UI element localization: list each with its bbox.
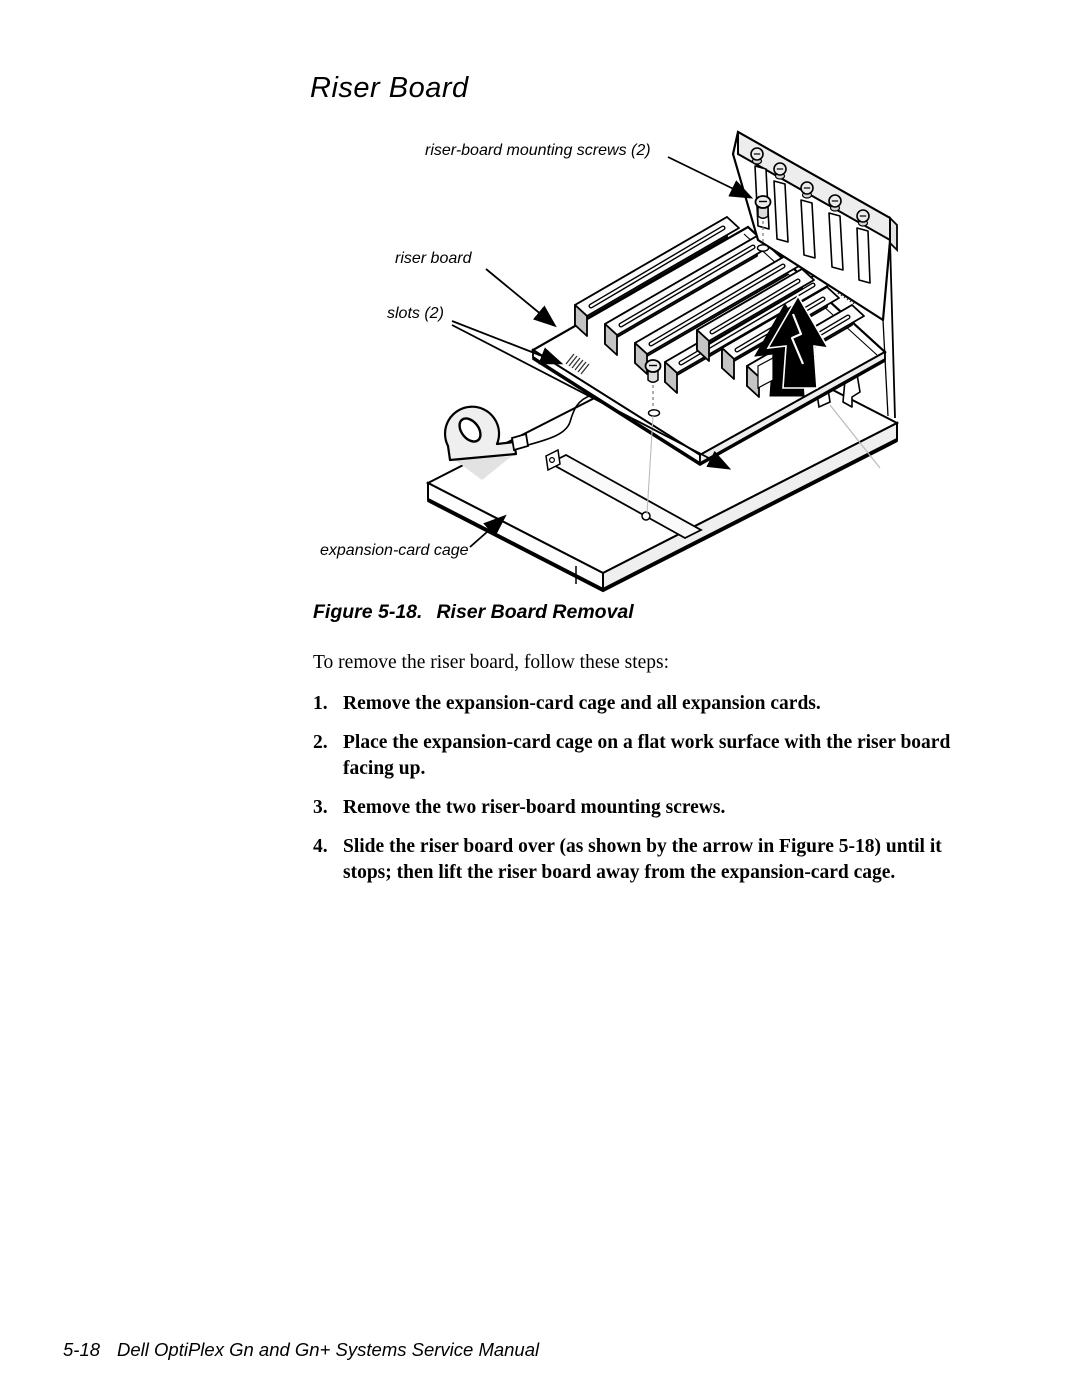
step-number: 2. — [313, 732, 328, 753]
cage-wire — [527, 394, 593, 446]
list-item: 3. Remove the two riser-board mounting s… — [313, 795, 988, 821]
intro-text: To remove the riser board, follow these … — [313, 652, 670, 673]
step-text: Place the expansion-card cage on a flat … — [343, 732, 951, 779]
list-item: 4. Slide the riser board over (as shown … — [313, 834, 988, 886]
figure-caption-number: Figure 5-18. — [313, 601, 423, 623]
step-list: 1. Remove the expansion-card cage and al… — [313, 691, 988, 899]
label-expansion-card-cage: expansion-card cage — [320, 542, 469, 559]
step-number: 3. — [313, 797, 328, 818]
figure-caption: Figure 5-18. Riser Board Removal — [313, 601, 634, 624]
step-number: 4. — [313, 836, 328, 857]
riser-board-mounting-screws — [644, 195, 772, 515]
footer-page-number: 5-18 — [63, 1339, 101, 1360]
step-number: 1. — [313, 693, 328, 714]
riser-screw-hole-cage — [641, 511, 651, 521]
step-text: Remove the expansion-card cage and all e… — [343, 693, 821, 714]
label-riser-board: riser board — [395, 250, 473, 267]
riser-board-removal-figure: riser-board mounting screws (2) riser bo… — [320, 130, 900, 593]
list-item: 2. Place the expansion-card cage on a fl… — [313, 730, 988, 782]
page-title: Riser Board — [310, 72, 469, 104]
step-text: Remove the two riser-board mounting scre… — [343, 797, 726, 818]
figure-caption-title: Riser Board Removal — [436, 601, 634, 623]
callout-leaders — [451, 156, 754, 548]
page-footer: 5-18 Dell OptiPlex Gn and Gn+ Systems Ser… — [63, 1339, 539, 1361]
mounting-screw-front — [644, 359, 662, 384]
card-slot-bracket-drawing — [731, 130, 898, 419]
mounting-screw-rear — [754, 195, 772, 220]
riser-board-drawing — [530, 217, 887, 467]
step-text: Slide the riser board over (as shown by … — [343, 836, 942, 883]
list-item: 1. Remove the expansion-card cage and al… — [313, 691, 988, 717]
slide-direction-arrow — [754, 294, 830, 397]
label-slots: slots (2) — [387, 305, 444, 322]
footer-manual-title: Dell OptiPlex Gn and Gn+ Systems Service… — [117, 1339, 540, 1360]
tab-eyelet-hole — [458, 417, 482, 443]
label-mounting-screws: riser-board mounting screws (2) — [425, 142, 651, 159]
